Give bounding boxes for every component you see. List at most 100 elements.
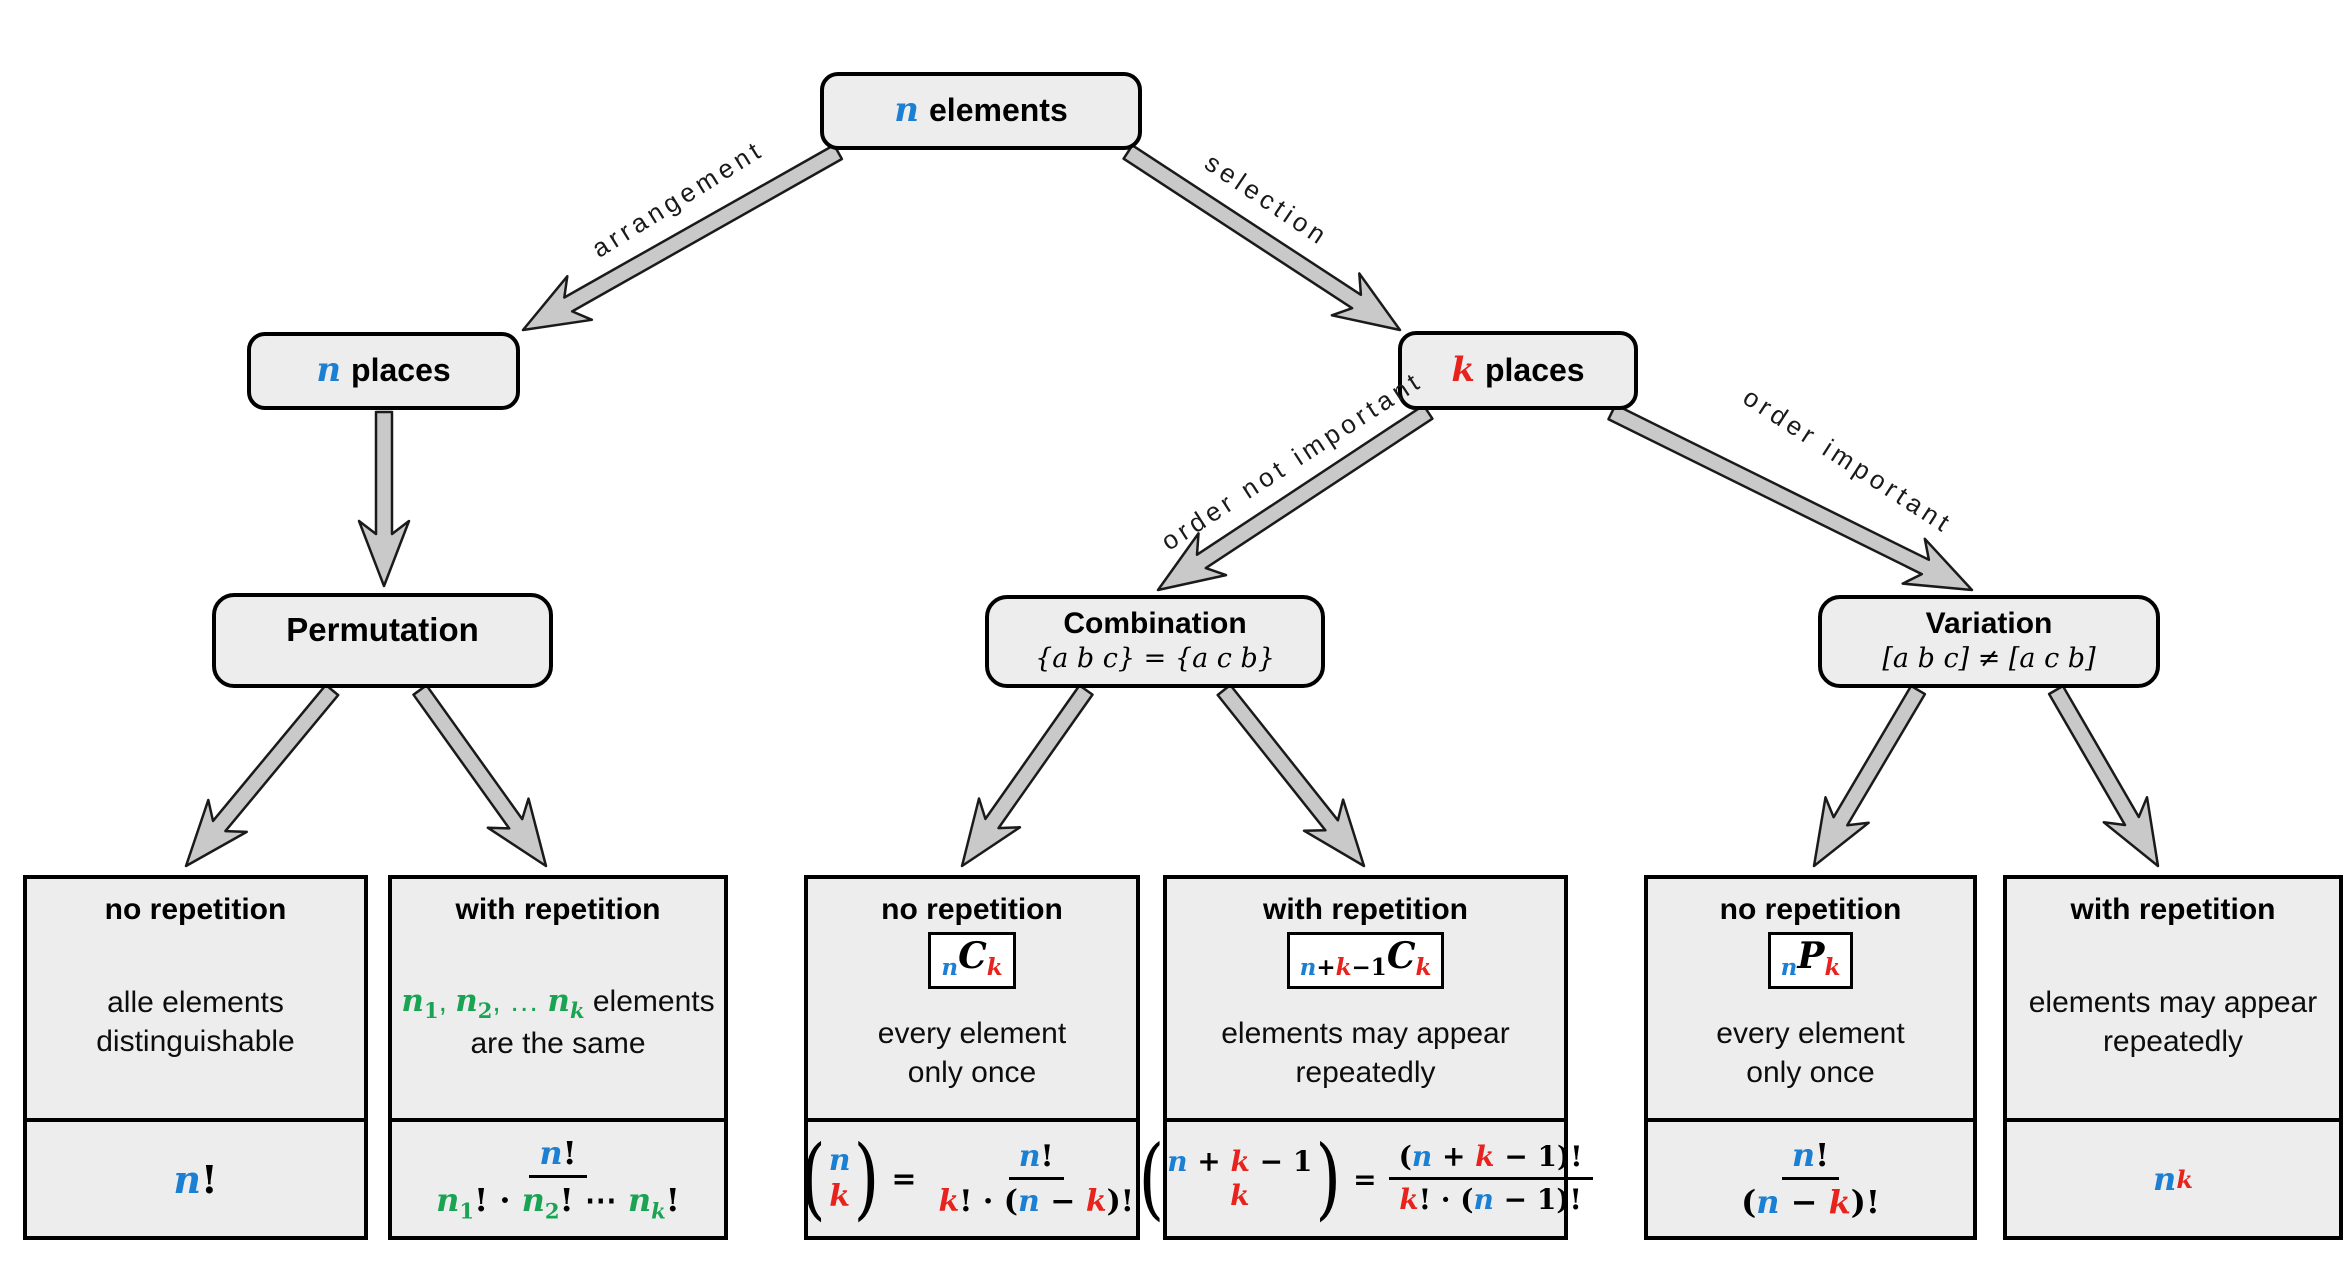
- node-permutation-title: Permutation: [286, 611, 479, 648]
- fraction-denominator: k! · (n − k)!: [928, 1180, 1144, 1218]
- math-operator: +: [1432, 1140, 1476, 1174]
- leaf-description: elements may appear repeatedly: [2029, 983, 2318, 1061]
- math-sub: 2: [544, 1198, 560, 1224]
- leaf-variation-no-repetition: no repetition nPk every element only onc…: [1644, 875, 1977, 1240]
- math-k-exponent: k: [2176, 1164, 2193, 1194]
- leaf-description: every element only once: [1716, 1014, 1904, 1092]
- math-operator: )!: [1850, 1183, 1880, 1221]
- leaf-description: every element only once: [878, 1014, 1066, 1092]
- math-operator: !: [562, 1133, 577, 1172]
- math-n: n: [539, 1133, 563, 1172]
- node-combination-title: Combination: [1063, 607, 1247, 640]
- leaf-title: with repetition: [2070, 893, 2276, 926]
- left-paren: (: [1138, 1126, 1165, 1231]
- node-label: elements: [929, 92, 1068, 129]
- description-line: only once: [907, 1056, 1037, 1090]
- description-line: are the same: [470, 1027, 646, 1061]
- fraction-denominator: k! · (n − 1)!: [1389, 1180, 1592, 1216]
- math-operator: − 1: [1493, 1183, 1557, 1216]
- node-label: places: [1484, 351, 1585, 388]
- fraction-denominator: (n − k)!: [1731, 1180, 1890, 1220]
- math-sub: 2: [477, 997, 493, 1023]
- math-k: k: [1399, 1183, 1419, 1216]
- leaf-description-section: no repetition nPk every element only onc…: [1648, 879, 1973, 1122]
- math-plus: +: [1316, 954, 1336, 981]
- math-k: k: [1415, 954, 1432, 981]
- math-n: n: [1780, 954, 1798, 981]
- flow-arrow: [1122, 144, 1402, 332]
- description-line: elements may appear: [1221, 1017, 1510, 1051]
- flow-arrow: [1156, 404, 1434, 592]
- math-n: n: [1473, 1183, 1494, 1216]
- fraction: (n + k − 1)! k! · (n − 1)!: [1388, 1140, 1593, 1216]
- math-operator: ! · (: [1418, 1183, 1474, 1216]
- node-combination: Combination {a b c} = {a c b}: [985, 595, 1325, 688]
- leaf-description: n1, n2, … nk elements are the same: [401, 981, 714, 1063]
- math-operator: − 1: [1249, 1145, 1313, 1179]
- node-label: places: [351, 352, 451, 389]
- leaf-title: no repetition: [1719, 893, 1902, 926]
- notation-badge-nPk: nPk: [1767, 932, 1854, 989]
- leaf-title: with repetition: [455, 893, 661, 926]
- leaf-description-section: no repetition alle elements distinguisha…: [27, 879, 364, 1122]
- fraction-numerator: n!: [1008, 1140, 1064, 1180]
- math-k: k: [1475, 1140, 1495, 1174]
- flow-arrow: [521, 143, 844, 332]
- math-k: k: [829, 1179, 851, 1214]
- description-line: repeatedly: [1295, 1056, 1436, 1090]
- formula-falling-factorial: n! (n − k)!: [1731, 1137, 1890, 1220]
- leaf-combination-with-repetition: with repetition n+k−1Ck elements may app…: [1138, 875, 1593, 1240]
- math-operator: !: [200, 1156, 218, 1202]
- math-operator: +: [1187, 1145, 1231, 1179]
- leaf-formula-section: n! n1! · n2! ⋯ nk!: [392, 1122, 724, 1236]
- badge-presubscript: n: [941, 954, 958, 981]
- description-text: elements: [584, 984, 715, 1018]
- leaf-formula-section: n! (n − k)!: [1648, 1122, 1973, 1236]
- math-k: k: [1451, 349, 1475, 390]
- math-minus-one: −1: [1351, 954, 1387, 981]
- math-n2-green: n2: [522, 1181, 560, 1222]
- math-n1: n: [401, 982, 424, 1019]
- badge-presubscript: n+k−1: [1300, 954, 1387, 981]
- left-paren: (: [800, 1126, 826, 1231]
- math-k: k: [1230, 1179, 1250, 1212]
- leaf-title: no repetition: [881, 893, 1063, 926]
- math-n1-green: n1: [436, 1180, 474, 1222]
- math-operator: − 1: [1494, 1140, 1558, 1174]
- node-n-elements: n elements: [820, 72, 1142, 150]
- node-n-elements-title: n elements: [894, 91, 1067, 130]
- math-nk: n: [547, 982, 570, 1019]
- math-n: n: [1167, 1145, 1188, 1179]
- description-line: alle elements: [107, 986, 284, 1019]
- node-variation: Variation [a b c] ≠ [a c b]: [1818, 595, 2160, 688]
- math-n: n: [316, 350, 342, 391]
- flow-arrow: [1607, 403, 1974, 592]
- formula-multiset-permutation: n! n1! · n2! ⋯ nk!: [426, 1133, 690, 1223]
- math-operator: ! ⋯: [559, 1180, 628, 1219]
- math-n: n: [894, 90, 919, 131]
- math-operator: )!: [1557, 1140, 1583, 1174]
- math-operator: ! · (: [959, 1184, 1018, 1219]
- math-operator: )!: [1556, 1183, 1582, 1216]
- equals-sign: =: [891, 1161, 917, 1197]
- binomial-top: n + k − 1: [1167, 1145, 1312, 1179]
- math-n: n: [1411, 1140, 1433, 1174]
- math-n1: n: [436, 1180, 460, 1219]
- description-line: only once: [1746, 1056, 1875, 1090]
- math-sub: 1: [423, 997, 439, 1023]
- math-nk-green: nk: [627, 1180, 666, 1222]
- fraction-numerator: n!: [529, 1133, 587, 1178]
- node-variation-subtitle: [a b c] ≠ [a c b]: [1882, 642, 2096, 674]
- math-nk: n: [627, 1180, 652, 1219]
- math-n: n: [1756, 1183, 1780, 1221]
